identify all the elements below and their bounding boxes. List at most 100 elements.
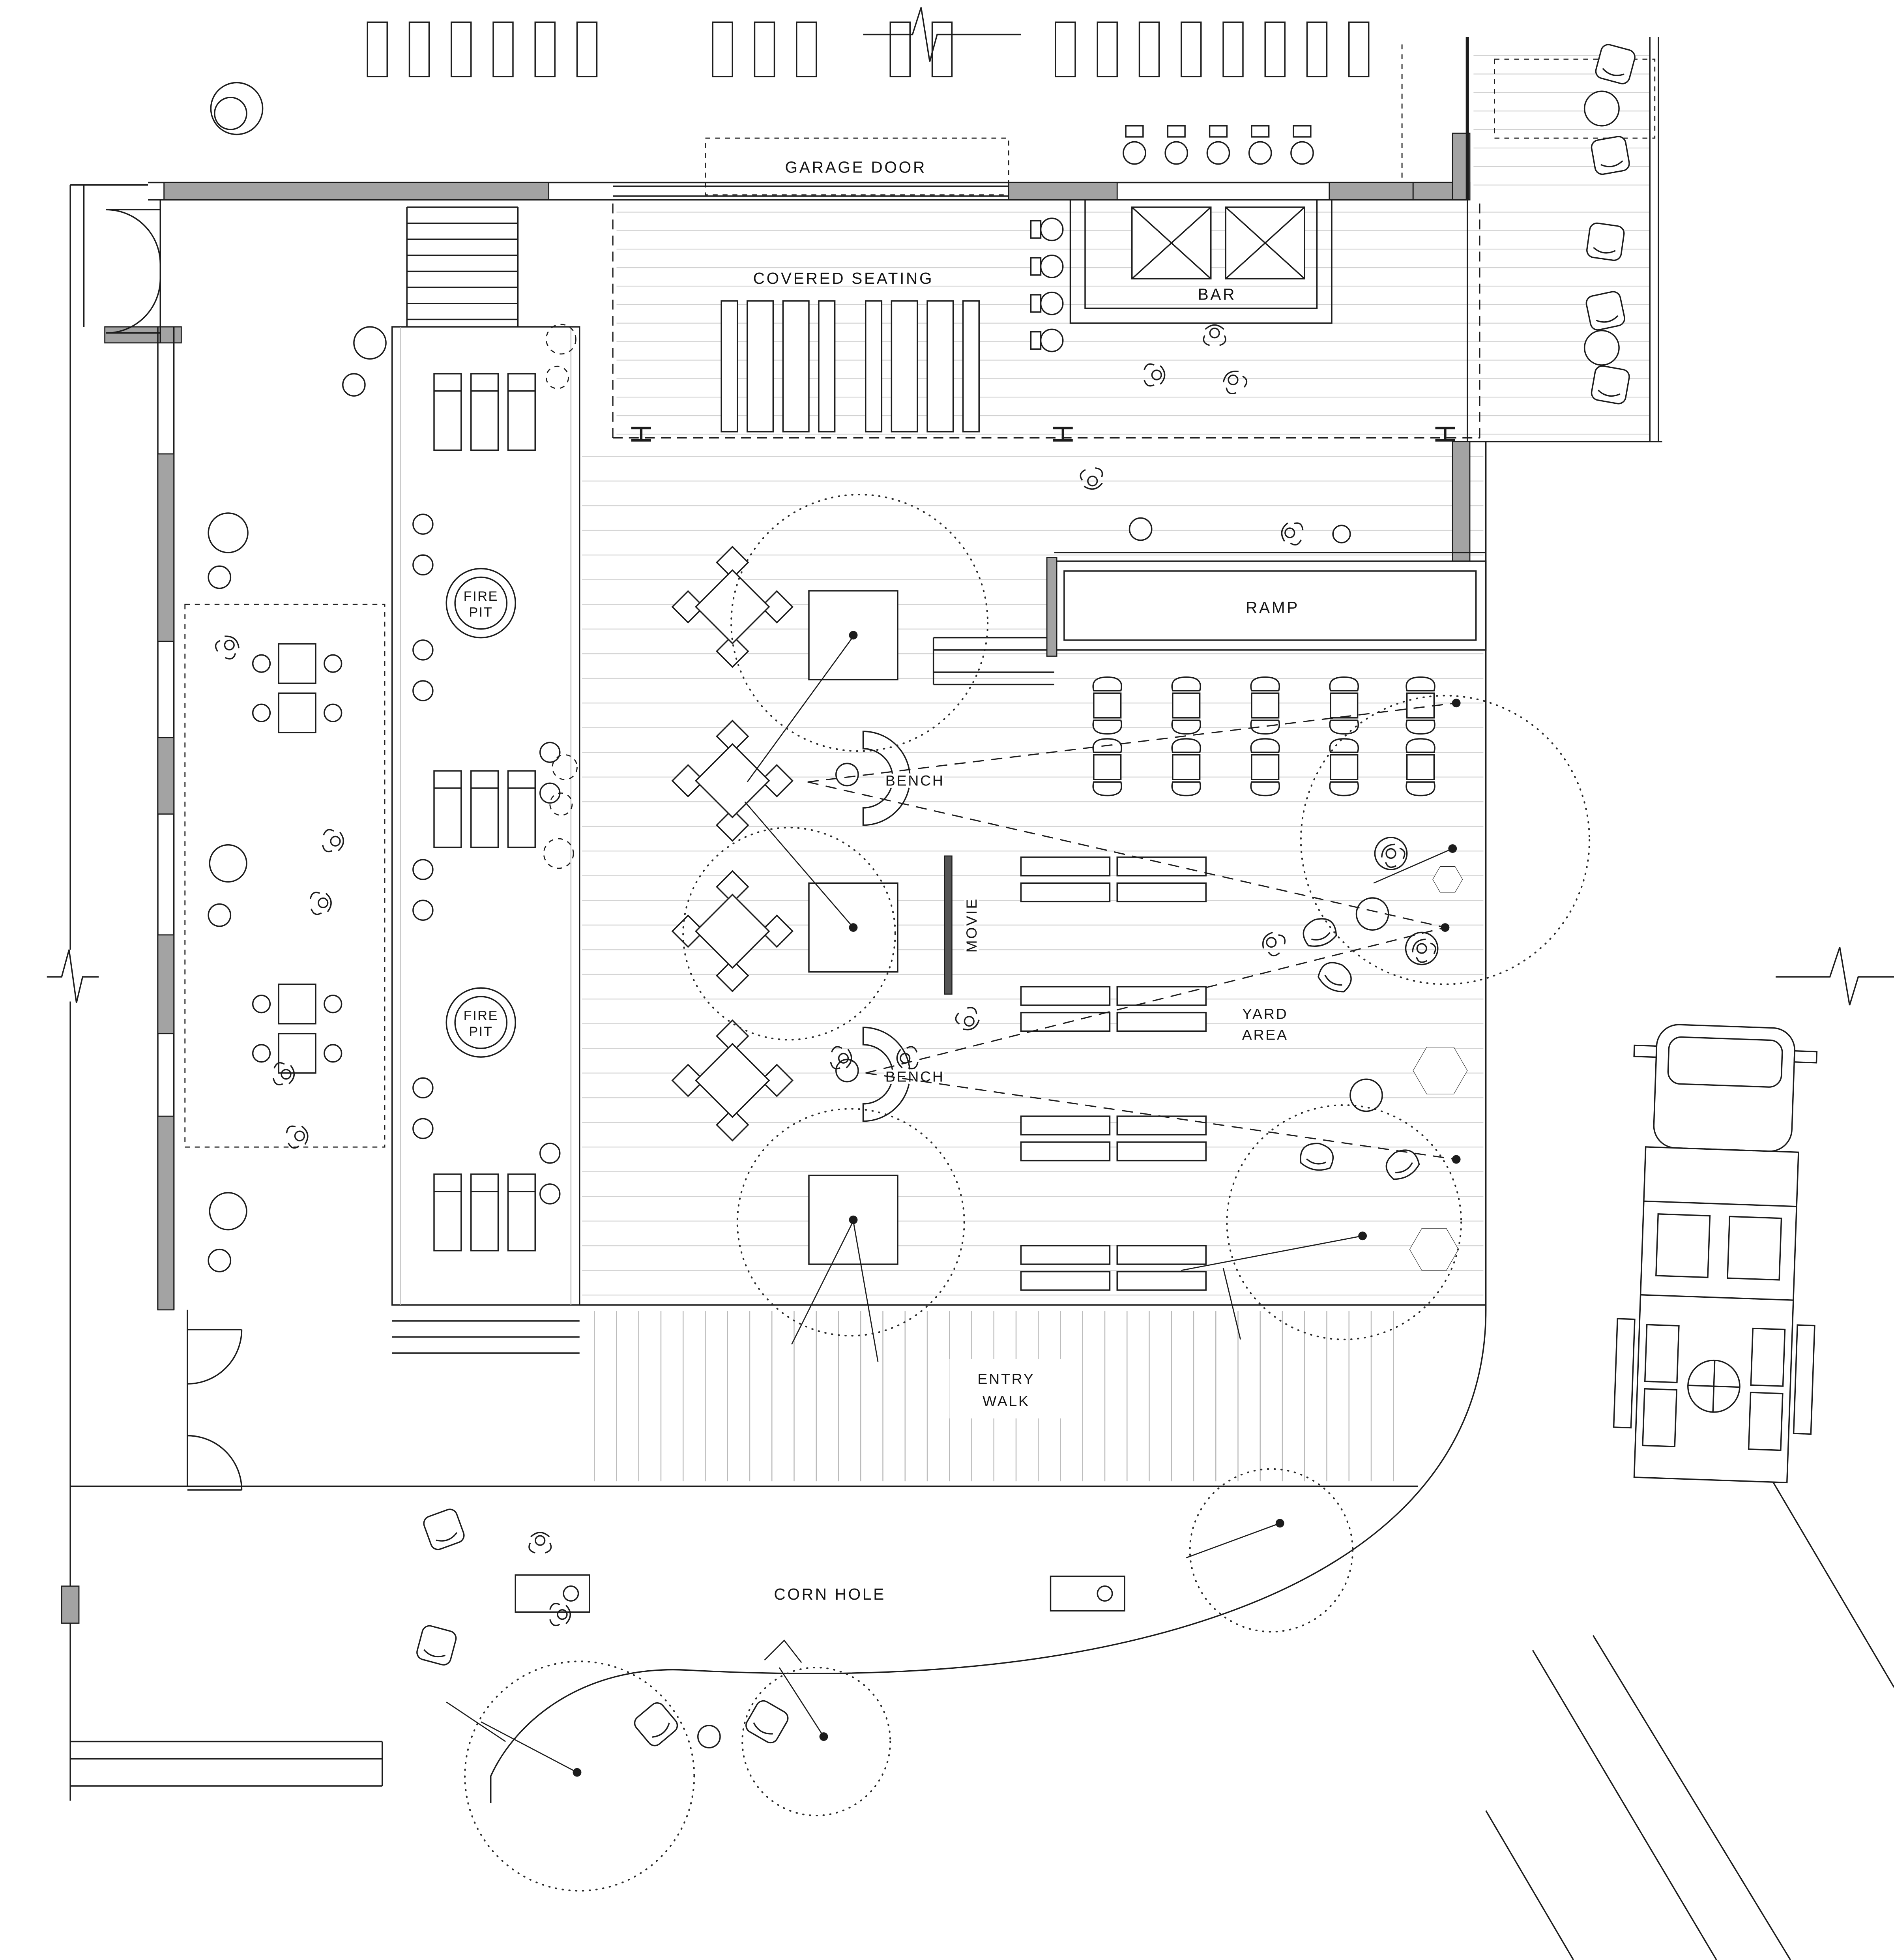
bench-lower: BENCH [835,1027,945,1122]
tree-canopies [464,494,1591,1892]
south-wall-and-stairs [70,1310,385,1787]
dining-table-cluster [672,720,794,842]
label-backing [949,1359,1063,1418]
road [1485,1452,1894,1960]
interior-tables-north [367,21,1370,77]
side-table [697,1725,721,1748]
movie-screen: MOVIE [944,855,982,995]
lawn-chairs [1298,866,1468,1271]
person-figure [1279,520,1305,547]
corn-hole-board [1050,1576,1125,1611]
person-figure [1144,363,1166,387]
boulder [1432,866,1463,893]
covered-seating-label: COVERED SEATING [753,269,934,287]
indoor-plant [210,82,264,135]
lounge-chairs [433,373,536,1252]
deck-chair [1585,221,1626,262]
fire-pit-upper-label-line2: PIT [469,605,493,620]
deck-chair [1589,135,1631,176]
bar-label: BAR [1198,285,1237,303]
bench-upper: BENCH [835,731,945,826]
garage-door-label: GARAGE DOOR [785,158,926,176]
patio-chair [414,1623,459,1668]
picnic-tables [1020,856,1207,1291]
fire-pit-upper-label-line1: FIRE [464,589,498,604]
break-marks [47,7,1894,1006]
patio-chair [743,1698,792,1746]
ramp: RAMP [1046,552,1487,657]
stool [1129,517,1153,541]
yard-area-label-line2: AREA [1242,1026,1288,1043]
deck-side-table [1583,330,1620,366]
person-figure [309,890,333,916]
stool [1332,525,1351,543]
fire-pit-upper: FIRE PIT [445,568,516,639]
interior-tables-west [252,643,342,1074]
west-building [61,184,386,1801]
deck-chair [1593,42,1638,86]
dining-table-cluster [672,546,794,668]
person-figure [1218,366,1250,397]
hex-table [1409,1227,1459,1271]
north-building: GARAGE DOOR [104,21,1471,344]
east-deck [1452,37,1662,571]
indoor-plant-inner [214,97,247,130]
sight-lines [807,699,1461,1164]
corn-hole-area: CORN HOLE [414,1507,1125,1750]
person-figure [212,631,244,662]
hex-table [1412,1046,1468,1095]
planter-pots [342,324,578,1205]
bench-upper-label: BENCH [885,772,945,789]
bar-stools [1030,217,1064,352]
entry-walk-label-line2: WALK [983,1393,1030,1409]
door-swings-northwest [106,200,161,343]
wheelchair-user [1374,837,1408,871]
deck-chair [1589,364,1631,406]
west-terrace: FIRE PIT FIRE PIT [342,206,580,1354]
deck-planks [582,55,1650,1296]
truck-mirror [1633,1044,1658,1058]
truck-wheel [1793,1324,1815,1435]
person-figure [1079,466,1106,492]
bench-lower-label: BENCH [885,1068,945,1085]
truck-mirror [1793,1050,1818,1064]
paving-edge [490,441,1487,1803]
bridge-rails [932,637,1054,686]
leader-lines [446,631,1457,1777]
patio-chair [631,1699,681,1750]
entry-walk-label-line1: ENTRY [977,1370,1035,1387]
deck-chair [1584,289,1627,332]
person-figure [953,1004,984,1034]
fire-pit-lower-label-line1: FIRE [464,1008,498,1023]
terrace-stairs-north [406,206,519,327]
central-dining: BENCH BENCH MOVIE [672,546,1054,1265]
interior-trees [208,512,249,1272]
covered-seating-area: COVERED SEATING [612,203,1480,440]
wheelchair-user [1405,931,1439,966]
food-truck [1613,1024,1818,1484]
person-figure [1258,928,1288,959]
yard-area-label-line1: YARD [1242,1005,1288,1022]
person-figure [321,828,345,854]
person-figure [285,1123,310,1150]
people [212,324,1439,1626]
truck-wheel [1613,1318,1636,1429]
bar-area: BAR [1030,125,1333,352]
terrace-stairs-south [392,1320,580,1354]
ramp-label: RAMP [1246,598,1299,616]
yard-area: YARD AREA [1020,517,1468,1291]
deck-side-table [1583,90,1620,127]
fire-pit-lower: FIRE PIT [445,987,516,1058]
person-figure [528,1532,552,1554]
patio-chair [421,1507,467,1552]
bar-taps [1123,125,1314,165]
picnic-tables-covered [721,300,980,433]
movie-label: MOVIE [963,898,980,953]
cafe-tables [1092,676,1435,796]
corn-hole-label: CORN HOLE [774,1585,886,1603]
person-figure [1203,324,1226,346]
interior-patio-dashed [184,603,386,1148]
fire-pit-lower-label-line2: PIT [469,1024,493,1039]
garage-door: GARAGE DOOR [613,137,1009,197]
